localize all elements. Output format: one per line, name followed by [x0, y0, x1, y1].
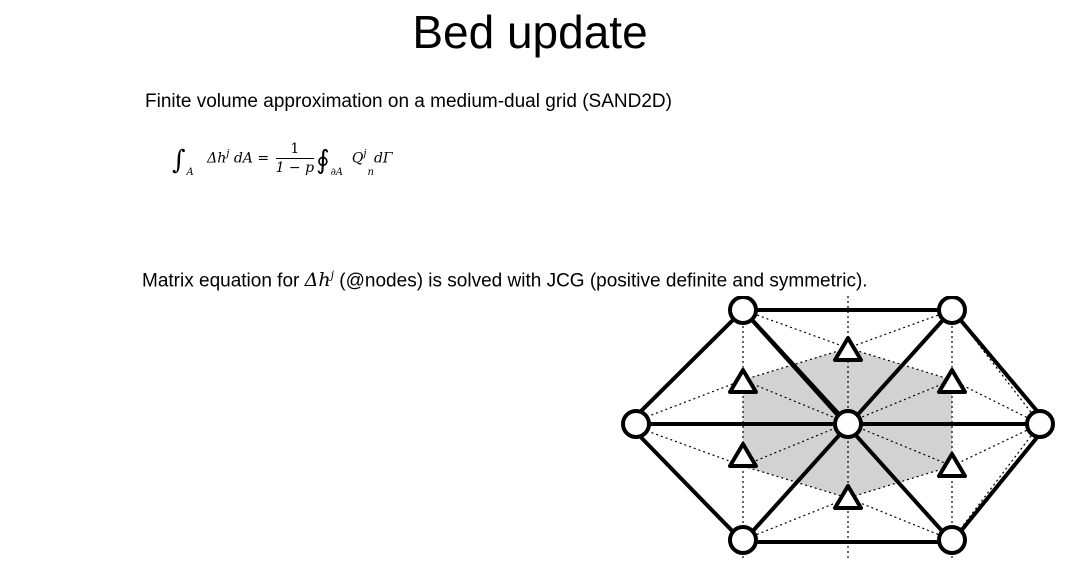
dual-grid-diagram: [621, 296, 1055, 558]
lhs-term: Δh: [207, 150, 227, 167]
centroid-markers: [728, 336, 967, 510]
triangle-marker: [728, 368, 758, 394]
node-circle: [728, 296, 758, 325]
rhs-term: Q: [351, 150, 364, 167]
grid-nodes: [621, 296, 1055, 555]
rhs-tail: dΓ: [373, 150, 393, 167]
triangle-marker: [728, 442, 758, 468]
contour-domain: ∂A: [330, 166, 344, 178]
node-circle: [937, 296, 967, 325]
lhs-tail: dA =: [233, 150, 270, 167]
triangle-marker: [937, 452, 967, 478]
fraction-denominator: 1 − p: [275, 160, 315, 176]
triangle-marker: [833, 484, 863, 510]
rhs-subscript: n: [367, 166, 374, 178]
contour-integral-sign: ∮: [316, 145, 330, 176]
integral-domain: A: [186, 166, 194, 178]
fraction: 1 1 − p: [275, 140, 315, 177]
node-circle: [1025, 409, 1055, 439]
matrix-suffix: (@nodes) is solved with JCG (positive de…: [334, 270, 868, 292]
rhs-superscript: j: [363, 148, 367, 160]
slide-title: Bed update: [412, 6, 648, 58]
matrix-equation-text: Matrix equation for Δhj (@nodes) is solv…: [142, 264, 868, 293]
triangle-marker: [833, 336, 863, 362]
integral-sign: ∫: [172, 145, 186, 176]
triangle-marker: [937, 368, 967, 394]
node-circle: [833, 409, 863, 439]
matrix-symbol-body: Δh: [304, 269, 331, 292]
node-circle: [937, 525, 967, 555]
matrix-symbol-superscript: j: [330, 269, 335, 282]
subtitle-text: Finite volume approximation on a medium-…: [145, 91, 672, 112]
node-circle: [621, 409, 651, 439]
fraction-numerator: 1: [275, 140, 315, 159]
bed-update-equation: ∫A Δhj dA = 1 1 − p ∮∂A QjndΓ: [172, 140, 393, 183]
matrix-symbol: Δhj: [305, 269, 334, 291]
matrix-prefix: Matrix equation for: [142, 270, 305, 292]
lhs-superscript: j: [226, 148, 230, 160]
node-circle: [728, 525, 758, 555]
